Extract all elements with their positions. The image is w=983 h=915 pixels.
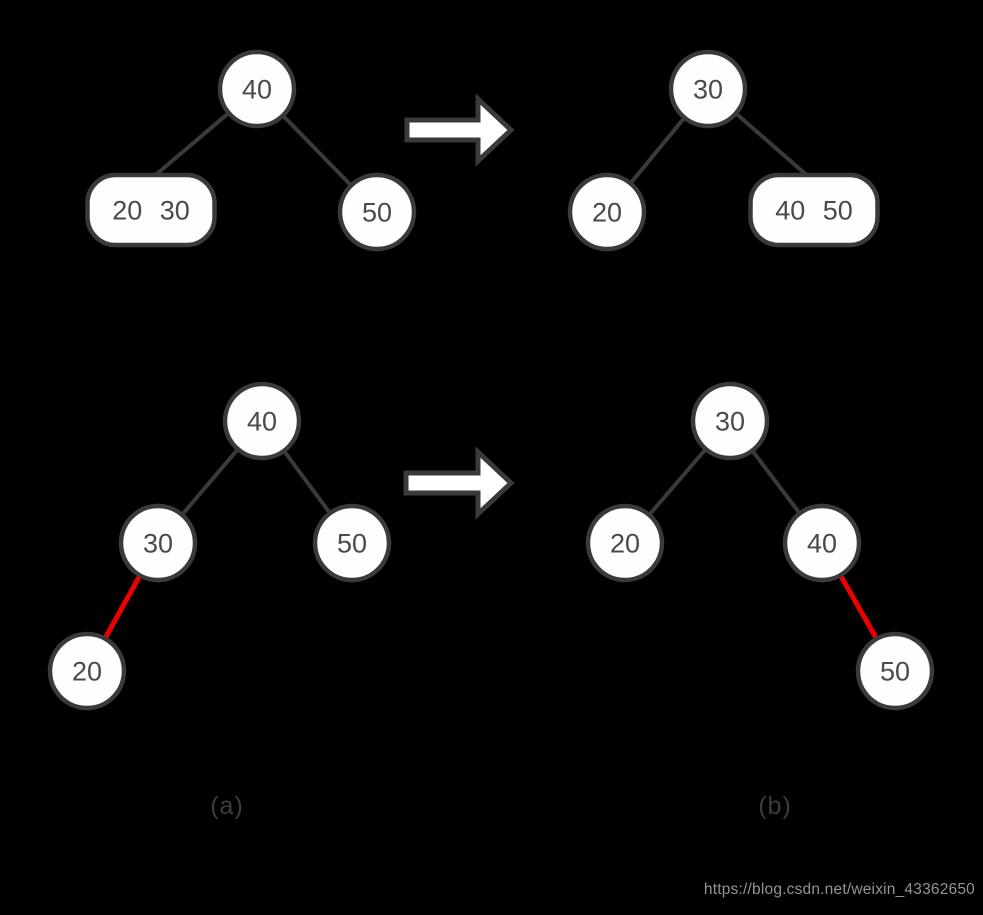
tree-node-label-40: 40 — [242, 75, 272, 105]
tree-node-label-40: 40 — [807, 529, 837, 559]
tree-node-50 — [312, 503, 392, 583]
tree-node-label-20: 20 — [72, 657, 102, 687]
tree-node-20 — [47, 631, 127, 711]
tree-node-label-20-30: 20 30 — [112, 196, 190, 226]
caption-b: (b) — [758, 792, 792, 820]
tree-node-30 — [668, 49, 748, 129]
right-arrow-icon — [404, 93, 515, 167]
tree-node-label-20: 20 — [592, 198, 622, 228]
tree-node-label-30: 30 — [693, 75, 723, 105]
tree-node-50 — [855, 631, 935, 711]
tree-node-40 — [217, 49, 297, 129]
caption-a: (a) — [210, 792, 244, 820]
tree-node-label-20: 20 — [610, 529, 640, 559]
tree-node-50 — [337, 172, 417, 252]
tree-node-label-50: 50 — [362, 198, 392, 228]
tree-node-40-50 — [748, 172, 880, 248]
tree-node-label-30: 30 — [143, 529, 173, 559]
tree-node-label-40: 40 — [247, 407, 277, 437]
watermark-url: https://blog.csdn.net/weixin_43362650 — [703, 881, 975, 898]
tree-node-20 — [585, 503, 665, 583]
tree-node-20-30 — [85, 172, 217, 248]
right-arrow-icon — [403, 446, 515, 520]
tree-node-30 — [118, 503, 198, 583]
tree-node-label-40-50: 40 50 — [775, 196, 853, 226]
tree-node-20 — [567, 172, 647, 252]
tree-node-label-50: 50 — [880, 657, 910, 687]
tree-node-40 — [222, 381, 302, 461]
tree-node-label-30: 30 — [715, 407, 745, 437]
tree-node-40 — [782, 503, 862, 583]
tree-node-label-50: 50 — [337, 529, 367, 559]
tree-node-30 — [690, 381, 770, 461]
